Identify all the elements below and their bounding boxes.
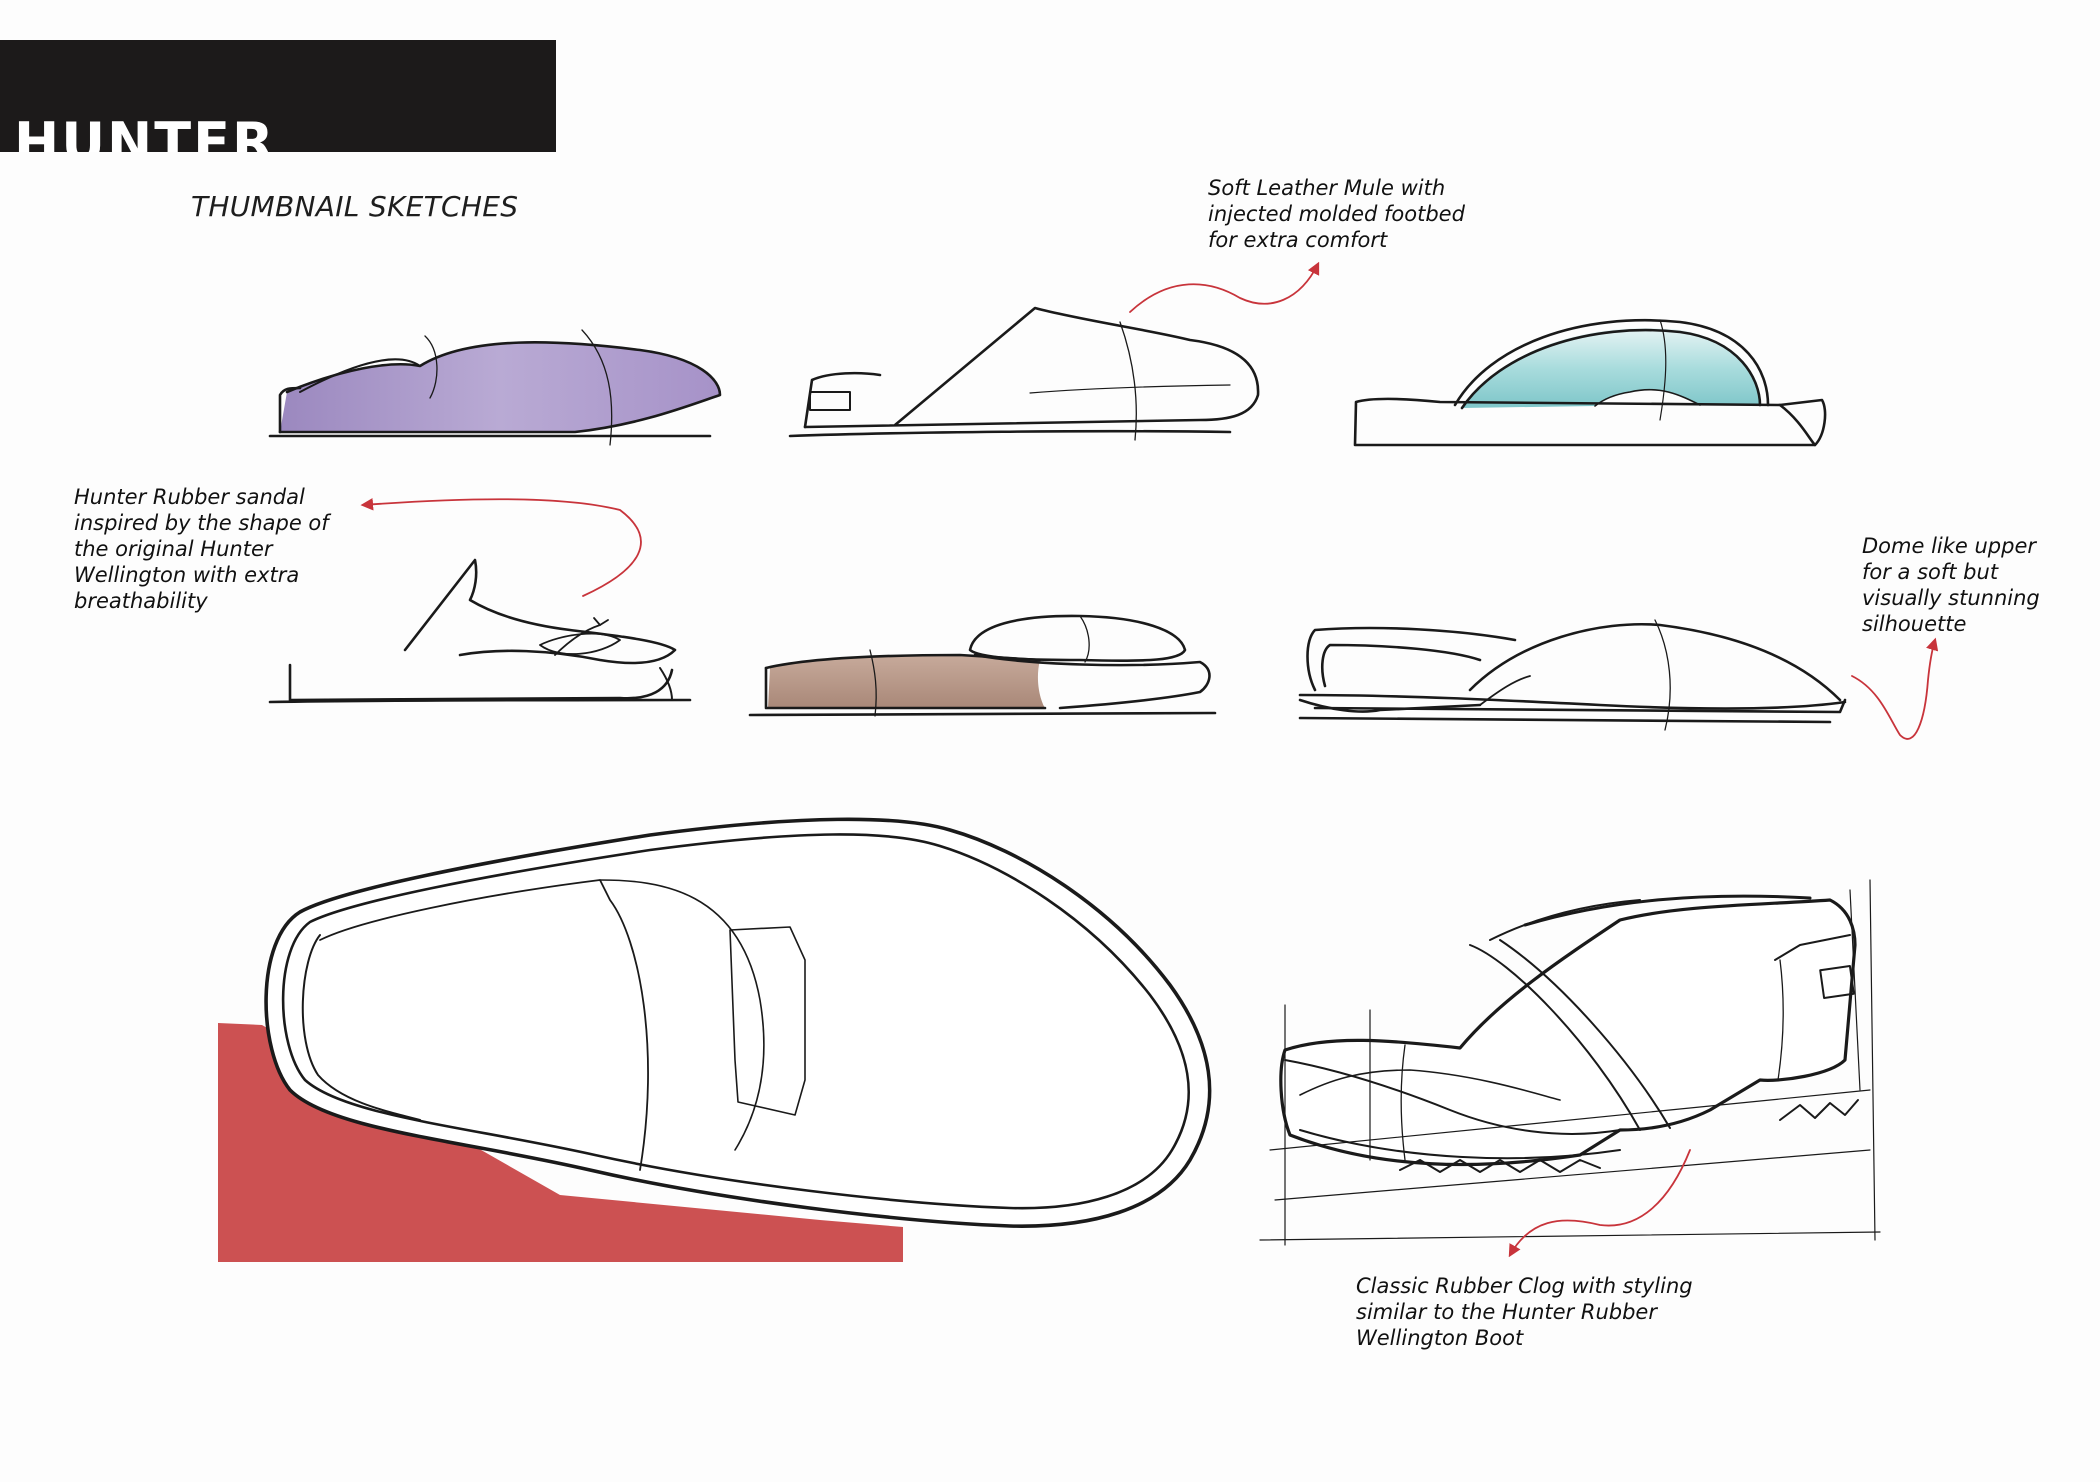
rubber-clog-sketch <box>1259 879 1881 1246</box>
callout-arrows <box>360 261 1939 1258</box>
note-line: Soft Leather Mule with <box>1208 176 1446 200</box>
slipper-sketch-4 <box>268 558 692 704</box>
clog-arrow <box>1508 1149 1691 1258</box>
dome-arrow <box>1851 637 1939 740</box>
note-line: Dome like upper <box>1862 534 2037 558</box>
note-line: for extra comfort <box>1208 228 1388 252</box>
note-line: silhouette <box>1862 612 1967 636</box>
slipper-sketch-6 <box>1298 619 1847 731</box>
note-line: inspired by the shape of <box>74 511 329 535</box>
note-line: for a soft but <box>1862 560 1999 584</box>
page-title: THUMBNAIL SKETCHES <box>191 190 519 223</box>
slipper-sketch-2 <box>788 306 1260 441</box>
note-line: Hunter Rubber sandal <box>74 485 305 509</box>
note-line: the original Hunter <box>74 537 273 561</box>
mule-arrow <box>1129 261 1320 313</box>
note-line: similar to the Hunter Rubber <box>1356 1300 1657 1324</box>
brand-logo: HUNTER <box>14 111 276 153</box>
note-line: Classic Rubber Clog with styling <box>1356 1274 1693 1298</box>
slipper-sketch-3 <box>1353 318 1827 447</box>
note-mule: Soft Leather Mule with injected molded f… <box>1208 175 1465 253</box>
note-line: Wellington Boot <box>1356 1326 1524 1350</box>
slipper-sketch-5 <box>748 614 1217 717</box>
large-slipper-topview <box>264 817 1212 1228</box>
note-line: injected molded footbed <box>1208 202 1465 226</box>
note-clog: Classic Rubber Clog with styling similar… <box>1356 1273 1693 1351</box>
note-line: breathability <box>74 589 208 613</box>
slipper-sketch-1 <box>268 329 722 446</box>
note-line: Wellington with extra <box>74 563 300 587</box>
note-dome: Dome like upper for a soft but visually … <box>1862 533 2040 637</box>
note-sandal: Hunter Rubber sandal inspired by the sha… <box>74 484 329 614</box>
note-line: visually stunning <box>1862 586 2040 610</box>
brand-logo-bar: HUNTER <box>0 40 556 152</box>
red-wedge-block <box>218 1023 903 1262</box>
sandal-arrow <box>360 497 642 597</box>
